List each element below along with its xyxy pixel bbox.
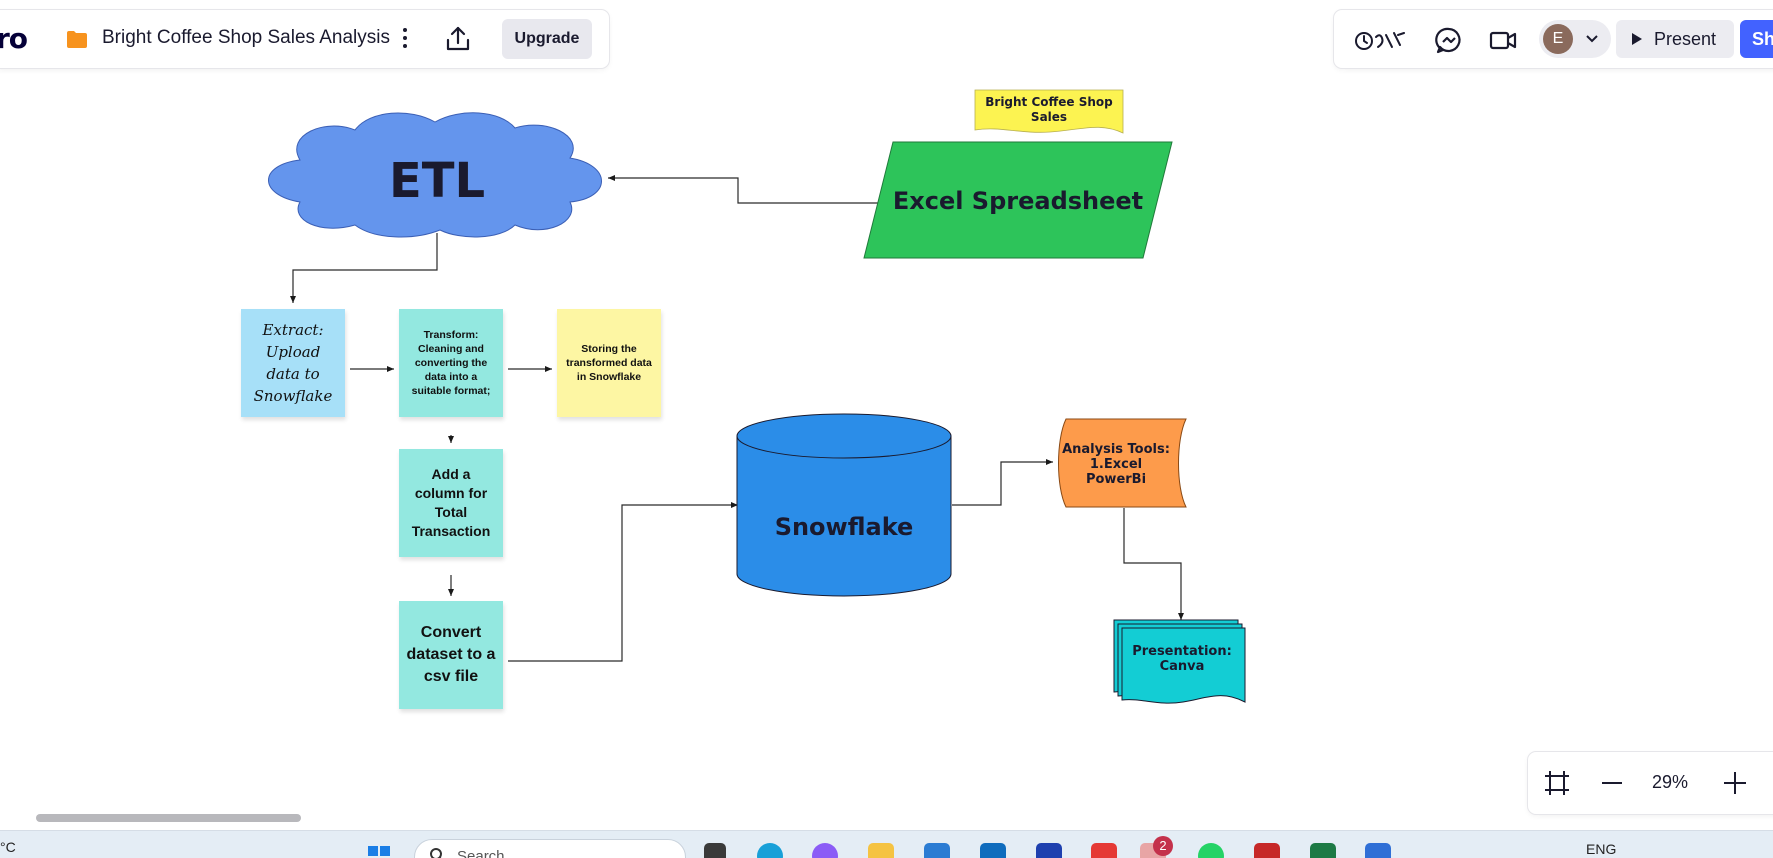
sticky-note-add-column[interactable]: Add a column for Total Transaction (399, 449, 503, 557)
language-indicator[interactable]: ENG (1586, 841, 1617, 857)
calendar-app-icon[interactable] (924, 843, 950, 858)
board-toolbar: ro Bright Coffee Shop Sales Analysis Upg… (0, 10, 609, 68)
fit-to-screen-icon[interactable] (1544, 770, 1570, 796)
etl-label: ETL (389, 153, 485, 209)
presentation-line-1: Presentation: (1132, 644, 1232, 659)
video-camera-icon[interactable] (1488, 25, 1518, 55)
present-button[interactable]: Present (1616, 20, 1734, 58)
search-icon (429, 847, 445, 858)
zoom-level[interactable]: 29% (1651, 772, 1689, 792)
taskbar-search[interactable]: Search (414, 839, 686, 858)
outlook-icon[interactable] (980, 843, 1006, 858)
zoom-in-icon[interactable] (1724, 772, 1746, 794)
zoom-controls: 29% (1528, 752, 1773, 814)
app-icon[interactable] (1365, 843, 1391, 858)
chevron-down-icon (1585, 32, 1599, 46)
play-icon (1632, 33, 1642, 45)
sticky-note-transform-text: Transform: Cleaning and converting the d… (411, 329, 491, 397)
analysis-tools-line-1: Analysis Tools: (1062, 442, 1170, 457)
etl-cloud-shape[interactable]: ETL (268, 112, 602, 238)
taskbar-search-placeholder: Search (457, 848, 505, 858)
sticky-note-extract-text: Extract: Upload data to Snowflake (253, 321, 333, 405)
share-button[interactable]: Sh (1740, 20, 1773, 58)
connector-etl-to-extract[interactable] (290, 233, 438, 303)
connector-convert-to-snowflake[interactable] (508, 502, 738, 662)
copilot-icon[interactable] (812, 843, 838, 858)
connector-excel-to-etl[interactable] (608, 175, 878, 204)
presentation-shape[interactable]: Presentation: Canva (1113, 619, 1246, 704)
more-options-icon[interactable] (390, 24, 420, 54)
avatar: E (1543, 24, 1573, 54)
store-icon[interactable] (1036, 843, 1062, 858)
office-app-icon[interactable] (1091, 843, 1117, 858)
excel-banner-line-1: Bright Coffee Shop (985, 95, 1113, 109)
board-title[interactable]: Bright Coffee Shop Sales Analysis (102, 27, 390, 48)
export-upload-icon[interactable] (443, 24, 473, 54)
collaboration-toolbar: E Present Sh (1334, 10, 1773, 68)
windows-start-icon[interactable] (366, 843, 392, 858)
pdf-reader-icon[interactable] (1254, 843, 1280, 858)
teams-notification-badge: 2 (1153, 836, 1173, 856)
sticky-note-storing[interactable]: Storing the transformed data in Snowflak… (557, 309, 661, 417)
snowflake-database-shape[interactable]: Snowflake (736, 413, 952, 597)
upgrade-button[interactable]: Upgrade (502, 19, 592, 59)
windows-taskbar: °C Search 2 ENG (0, 830, 1773, 858)
connector-snowflake-to-analysis[interactable] (952, 459, 1053, 506)
analysis-tools-line-2: 1.Excel (1090, 457, 1142, 472)
present-button-label: Present (1654, 29, 1717, 49)
snowflake-label: Snowflake (775, 513, 914, 541)
user-menu[interactable]: E (1539, 20, 1611, 58)
excel-spreadsheet-label: Excel Spreadsheet (893, 187, 1143, 215)
excel-spreadsheet-shape[interactable]: Excel Spreadsheet (863, 141, 1173, 259)
reactions-icon[interactable] (1354, 25, 1408, 55)
folder-icon[interactable] (66, 29, 88, 49)
weather-temperature[interactable]: °C (0, 839, 16, 855)
presentation-line-2: Canva (1160, 659, 1205, 674)
sticky-note-transform[interactable]: Transform: Cleaning and converting the d… (399, 309, 503, 417)
connector-analysis-to-presentation[interactable] (1123, 508, 1184, 620)
analysis-tools-line-3: PowerBi (1086, 472, 1146, 487)
horizontal-scrollbar[interactable] (36, 814, 301, 822)
miro-logo[interactable]: ro (0, 22, 28, 55)
sticky-note-add-column-text: Add a column for Total Transaction (411, 466, 491, 539)
sticky-note-storing-text: Storing the transformed data in Snowflak… (566, 343, 652, 383)
excel-banner-line-2: Sales (1031, 110, 1067, 124)
zoom-out-icon[interactable] (1602, 782, 1622, 784)
connectors (290, 175, 1184, 662)
sticky-note-convert[interactable]: Convert dataset to a csv file (399, 601, 503, 709)
file-explorer-icon[interactable] (868, 843, 894, 858)
task-view-icon[interactable] (704, 843, 726, 858)
analysis-tools-shape[interactable]: Analysis Tools: 1.Excel PowerBi (1058, 418, 1187, 508)
excel-banner-shape[interactable]: Bright Coffee Shop Sales (974, 89, 1124, 134)
excel-icon[interactable] (1310, 843, 1336, 858)
whatsapp-icon[interactable] (1198, 843, 1224, 858)
chat-icon[interactable] (1434, 25, 1464, 55)
sticky-note-extract[interactable]: Extract: Upload data to Snowflake (241, 309, 345, 417)
edge-browser-icon[interactable] (757, 843, 783, 858)
sticky-note-convert-text: Convert dataset to a csv file (406, 624, 496, 685)
